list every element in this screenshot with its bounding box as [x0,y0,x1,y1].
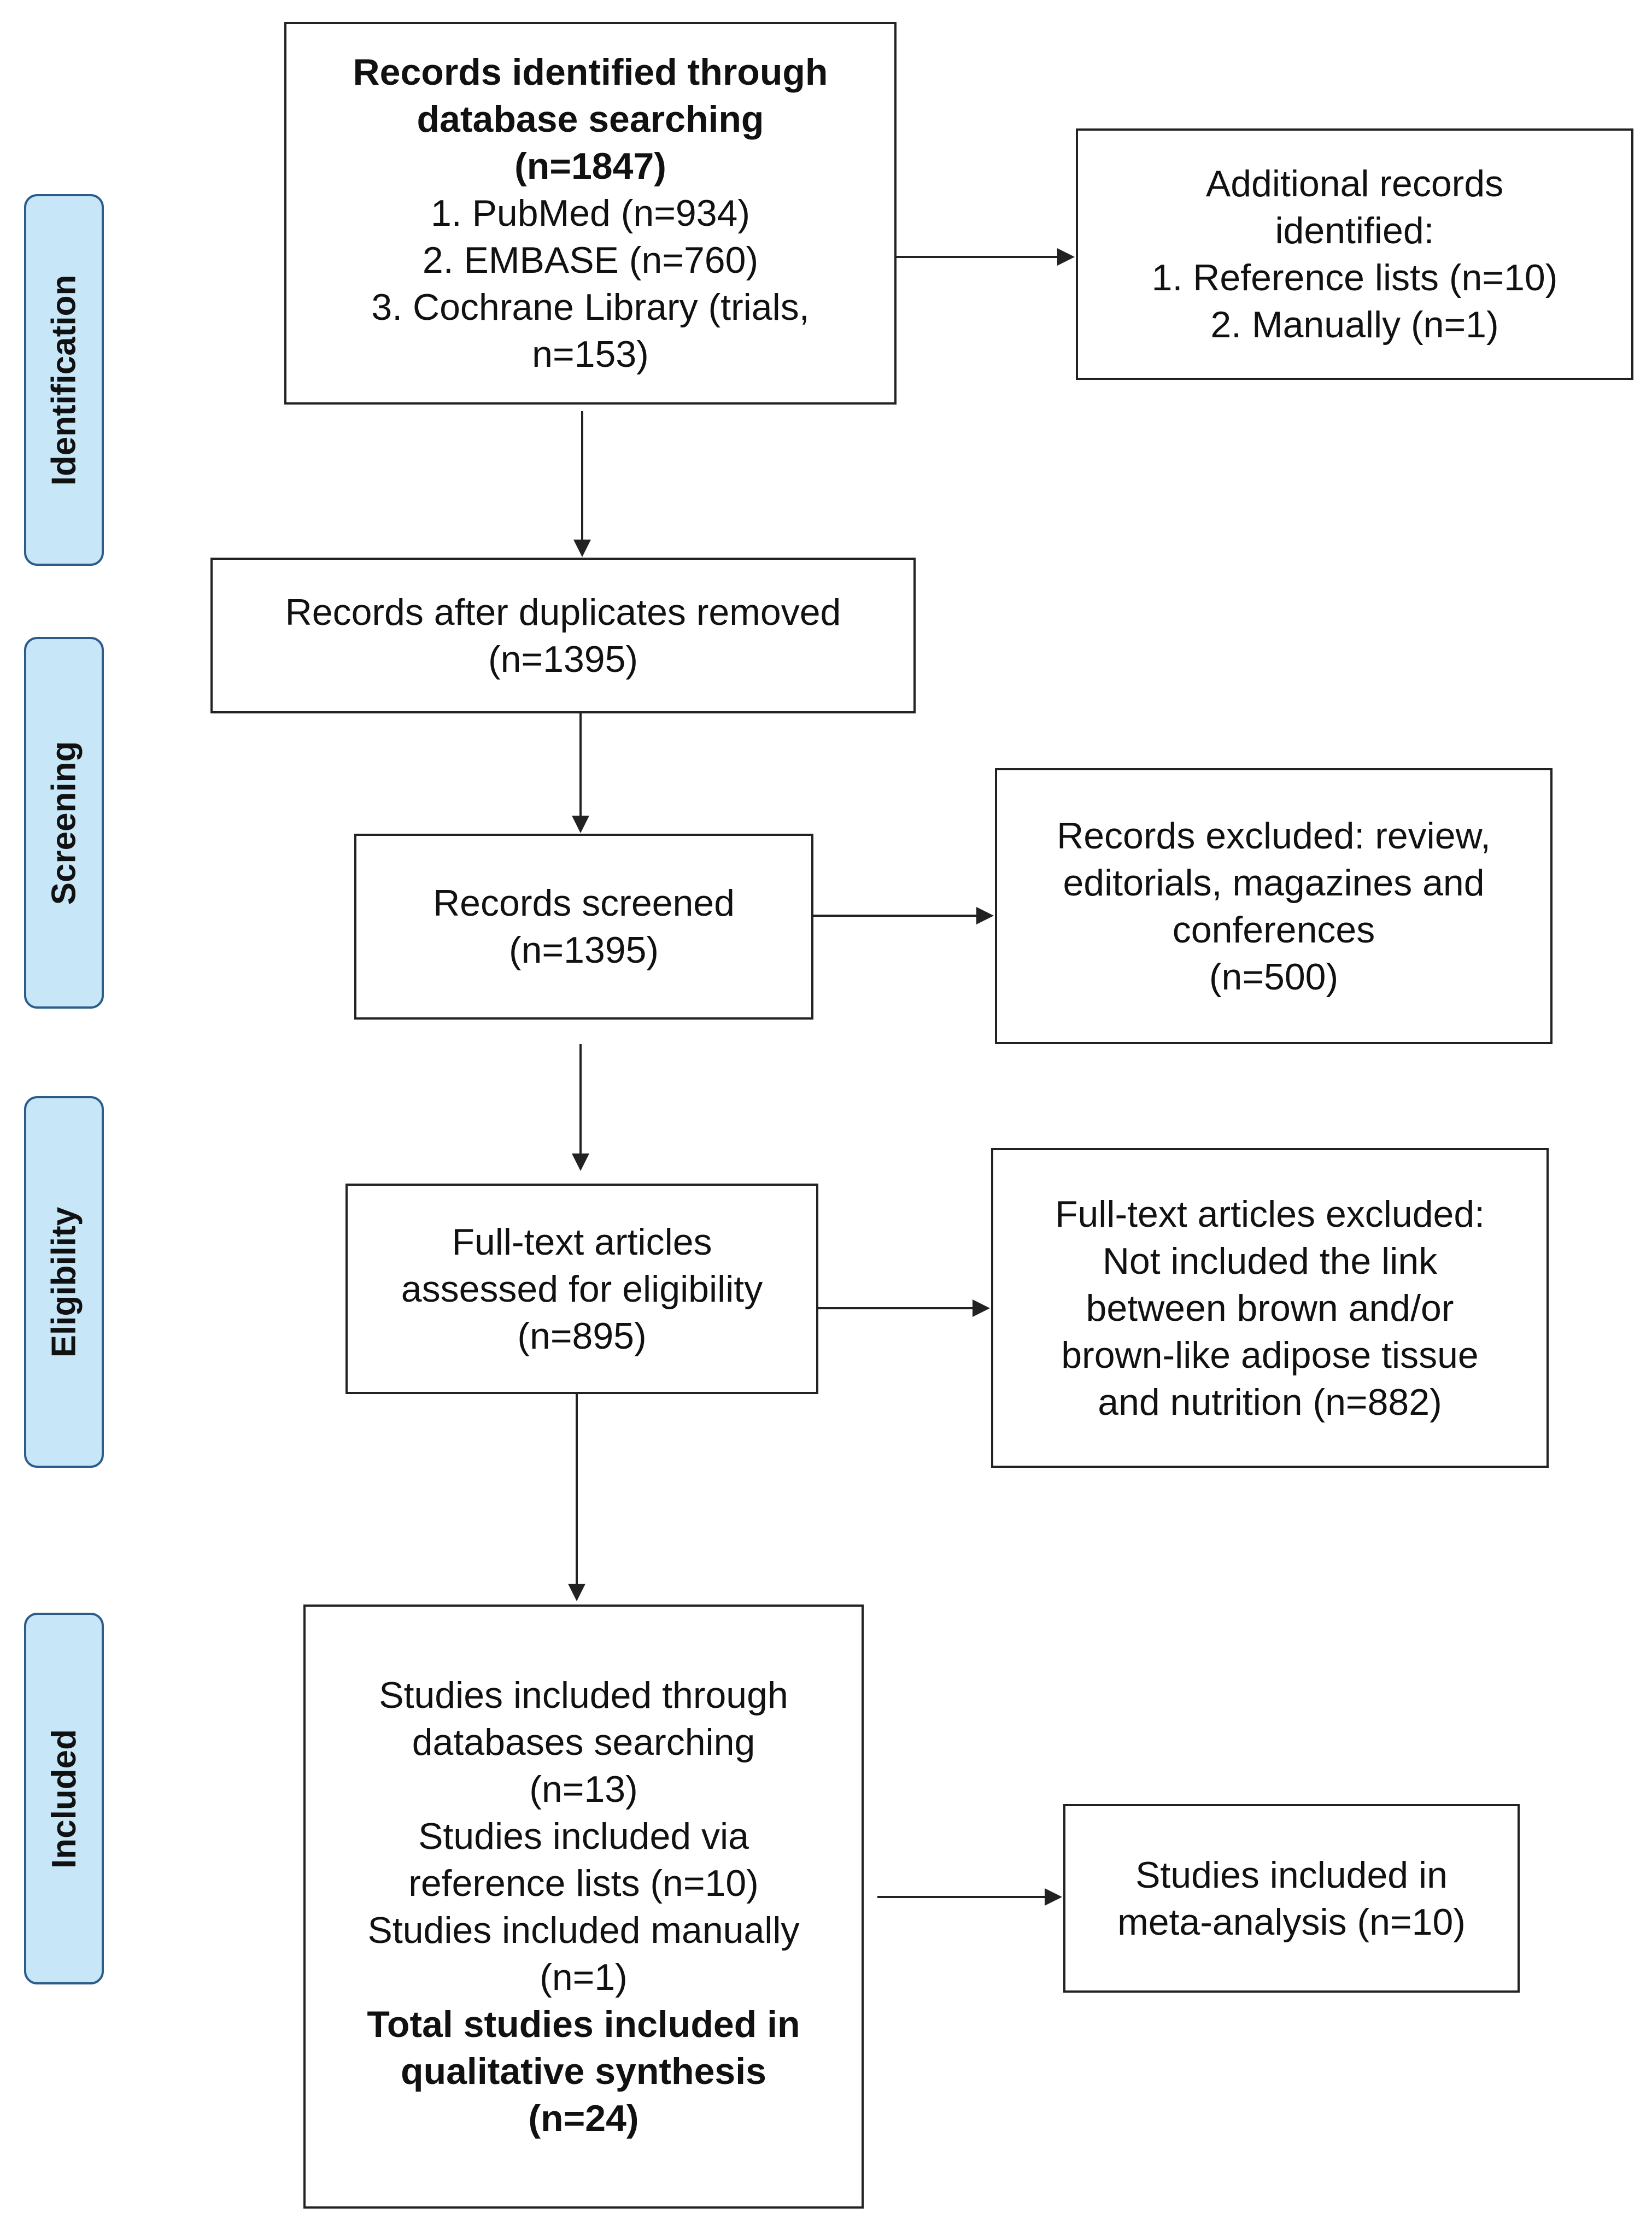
box-text-bold: Records identified through [353,51,828,93]
box-text: (n=1) [540,1956,628,1998]
box-text: reference lists (n=10) [408,1862,759,1904]
box-text: brown-like adipose tissue [1061,1334,1479,1376]
fulltext-excluded-box: Full-text articles excluded: Not include… [991,1148,1549,1468]
box-text: (n=1395) [488,638,638,680]
box-text: n=153) [532,333,649,375]
box-text: 1. Reference lists (n=10) [1151,257,1558,298]
box-text: between brown and/or [1086,1287,1454,1329]
box-text: conferences [1172,909,1375,951]
box-text: Full-text articles excluded: [1055,1193,1485,1235]
box-text-bold: Total studies included in [367,2003,800,2045]
box-text: and nutrition (n=882) [1098,1381,1442,1423]
box-text: (n=1395) [508,929,659,971]
arrowhead [973,1299,990,1317]
box-text: 2. Manually (n=1) [1210,304,1499,346]
box-text: 1. PubMed (n=934) [430,192,751,234]
records-excluded-box: Records excluded: review, editorials, ma… [995,768,1553,1044]
box-text-bold: (n=24) [528,2097,639,2139]
arrowhead [572,816,589,833]
box-text-bold: qualitative synthesis [401,2050,766,2092]
box-text: (n=500) [1209,956,1339,998]
box-text: Full-text articles [452,1221,712,1263]
box-text: Records screened [433,882,735,924]
box-text: Studies included in [1135,1854,1448,1896]
box-text: Not included the link [1102,1240,1438,1282]
box-text: identified: [1275,210,1434,251]
arrowhead [572,1153,589,1171]
box-text-bold: database searching [417,98,764,140]
meta-analysis-box: Studies included in meta-analysis (n=10) [1063,1804,1520,1993]
arrowhead [1057,248,1075,266]
records-identified-box: Records identified through database sear… [284,22,897,405]
phase-label-screening: Screening [24,637,104,1009]
box-text: databases searching [412,1721,755,1763]
box-text: 2. EMBASE (n=760) [422,239,759,281]
arrowhead [1045,1888,1062,1906]
additional-records-box: Additional records identified: 1. Refere… [1076,128,1633,380]
box-text: Studies included through [379,1674,788,1716]
box-text: (n=895) [517,1315,647,1357]
box-text: editorials, magazines and [1063,862,1485,904]
box-text: (n=13) [529,1768,638,1810]
studies-included-box: Studies included through databases searc… [303,1605,864,2209]
box-text-bold: (n=1847) [514,145,666,187]
records-screened-box: Records screened (n=1395) [354,834,813,1020]
phase-label-identification: Identification [24,194,104,566]
box-text: Additional records [1205,163,1504,204]
phase-label-eligibility: Eligibility [24,1096,104,1468]
box-text: 3. Cochrane Library (trials, [371,286,810,328]
box-text: assessed for eligibility [401,1268,763,1310]
phase-label-included: Included [24,1613,104,1984]
box-text: meta-analysis (n=10) [1117,1901,1466,1943]
arrowhead [573,540,591,557]
fulltext-assessed-box: Full-text articles assessed for eligibil… [345,1184,818,1394]
arrowhead [568,1584,585,1601]
box-text: Studies included via [418,1815,749,1857]
arrowhead [976,907,994,924]
box-text: Studies included manually [367,1909,800,1951]
duplicates-removed-box: Records after duplicates removed (n=1395… [210,558,916,713]
box-text: Records excluded: review, [1057,815,1491,857]
box-text: Records after duplicates removed [285,591,841,633]
